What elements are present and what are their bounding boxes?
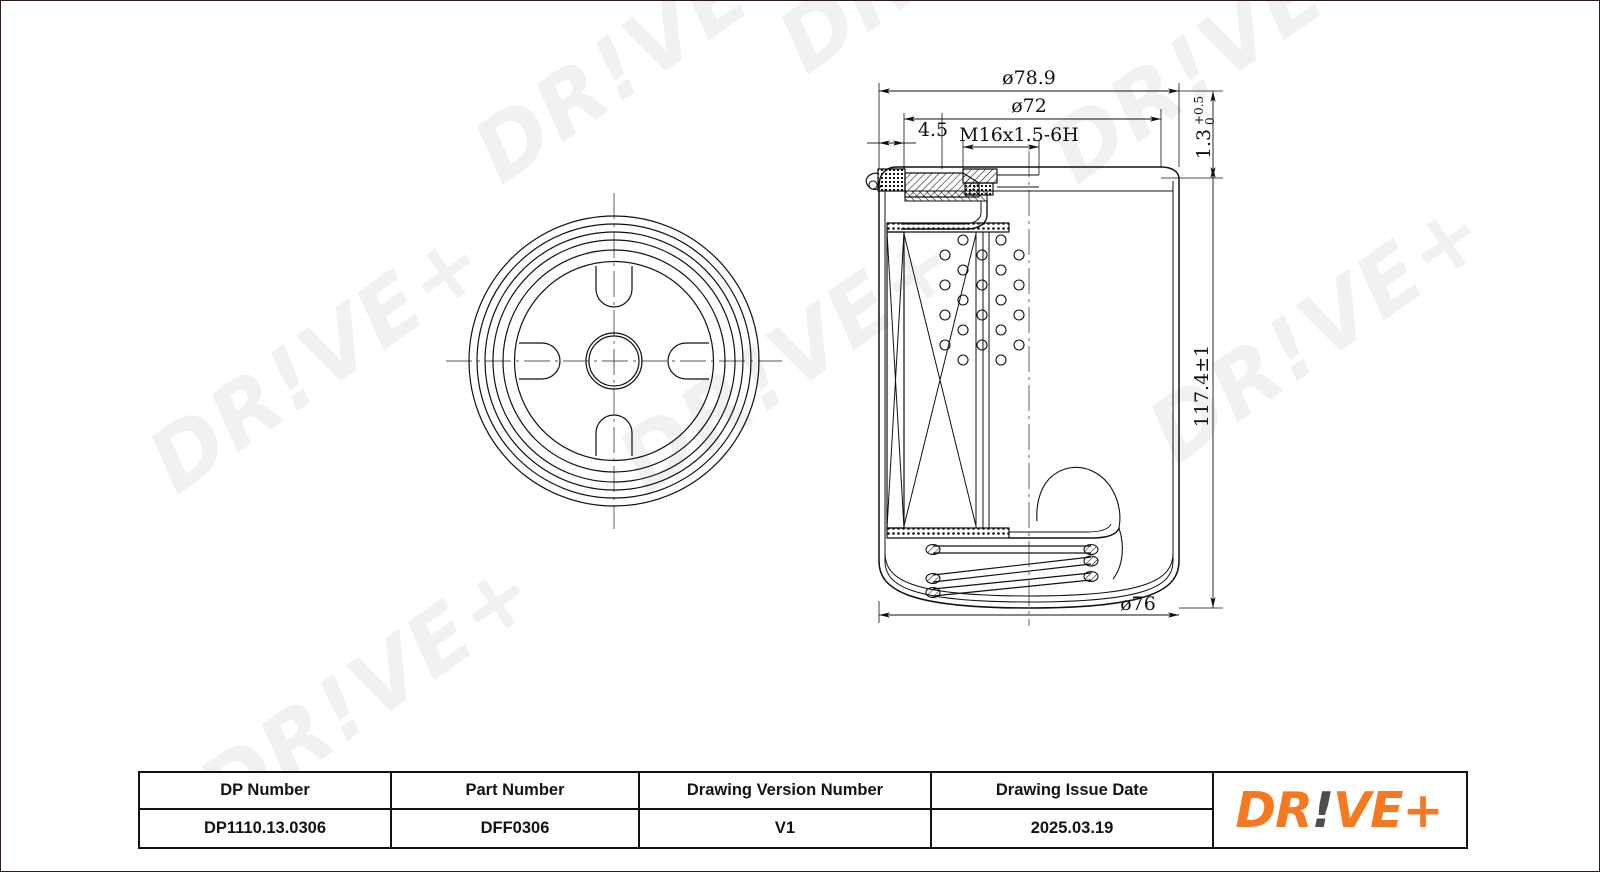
value-dp-number: DP1110.13.0306 bbox=[203, 819, 327, 837]
title-block: DP Number DP1110.13.0306 Part Number DFF… bbox=[138, 771, 1468, 849]
dimension-labels: ø78.9 ø72 4.5 M16x1.5-6H 117.4±1 ø76 1.3… bbox=[918, 67, 1217, 615]
svg-text:+0.5: +0.5 bbox=[1192, 96, 1206, 125]
label-gasket-height: 1.3 +0.5 0 bbox=[1192, 96, 1217, 159]
dimension-annotations bbox=[867, 83, 1223, 623]
header-issue-date: Drawing Issue Date bbox=[932, 773, 1212, 810]
dim-overall-height bbox=[1179, 167, 1223, 609]
brand-logo-veplus: VE+ bbox=[1333, 781, 1443, 839]
label-thread: M16x1.5-6H bbox=[959, 124, 1079, 146]
end-view-rings bbox=[468, 215, 760, 507]
header-dp-number: DP Number bbox=[140, 773, 390, 810]
label-body-diameter: ø76 bbox=[1120, 593, 1156, 615]
end-view bbox=[446, 193, 782, 529]
end-view-center-mark bbox=[605, 352, 623, 370]
label-gasket-width: 4.5 bbox=[918, 119, 948, 141]
brand-logo: DR!VE+ bbox=[1214, 773, 1464, 847]
brand-logo-dr: DR bbox=[1235, 781, 1312, 839]
end-view-center-thread bbox=[585, 332, 643, 390]
retainer-spring bbox=[925, 543, 1099, 599]
title-block-column-dp-number: DP Number DP1110.13.0306 bbox=[140, 773, 392, 847]
title-block-column-part-number: Part Number DFF0306 bbox=[392, 773, 640, 847]
gasket-seam-assembly bbox=[865, 168, 1039, 230]
value-issue-date: 2025.03.19 bbox=[1030, 819, 1114, 837]
label-outer-diameter: ø78.9 bbox=[1002, 67, 1056, 89]
title-block-column-logo: DR!VE+ bbox=[1214, 773, 1464, 847]
element-bottom-endcap bbox=[886, 523, 1120, 539]
value-part-number: DFF0306 bbox=[480, 819, 550, 837]
value-version-number: V1 bbox=[774, 819, 796, 837]
filter-element bbox=[886, 231, 990, 529]
brand-logo-text: DR!VE+ bbox=[1235, 786, 1443, 835]
section-view bbox=[865, 151, 1180, 626]
title-block-column-issue-date: Drawing Issue Date 2025.03.19 bbox=[932, 773, 1214, 847]
header-part-number: Part Number bbox=[392, 773, 638, 810]
end-view-inlet-holes bbox=[519, 266, 709, 456]
label-gasket-inner-diameter: ø72 bbox=[1011, 95, 1047, 117]
element-top-endcap bbox=[886, 222, 1010, 233]
bypass-wall bbox=[1036, 466, 1123, 580]
center-tube-perforations bbox=[939, 234, 1025, 366]
dim-body-diameter bbox=[878, 601, 1179, 623]
title-block-column-version-number: Drawing Version Number V1 bbox=[640, 773, 932, 847]
header-version-number: Drawing Version Number bbox=[640, 773, 930, 810]
svg-text:1.3: 1.3 bbox=[1193, 129, 1215, 159]
label-overall-height: 117.4±1 bbox=[1191, 345, 1213, 427]
brand-logo-bang: ! bbox=[1311, 781, 1334, 839]
svg-text:0: 0 bbox=[1203, 117, 1217, 125]
